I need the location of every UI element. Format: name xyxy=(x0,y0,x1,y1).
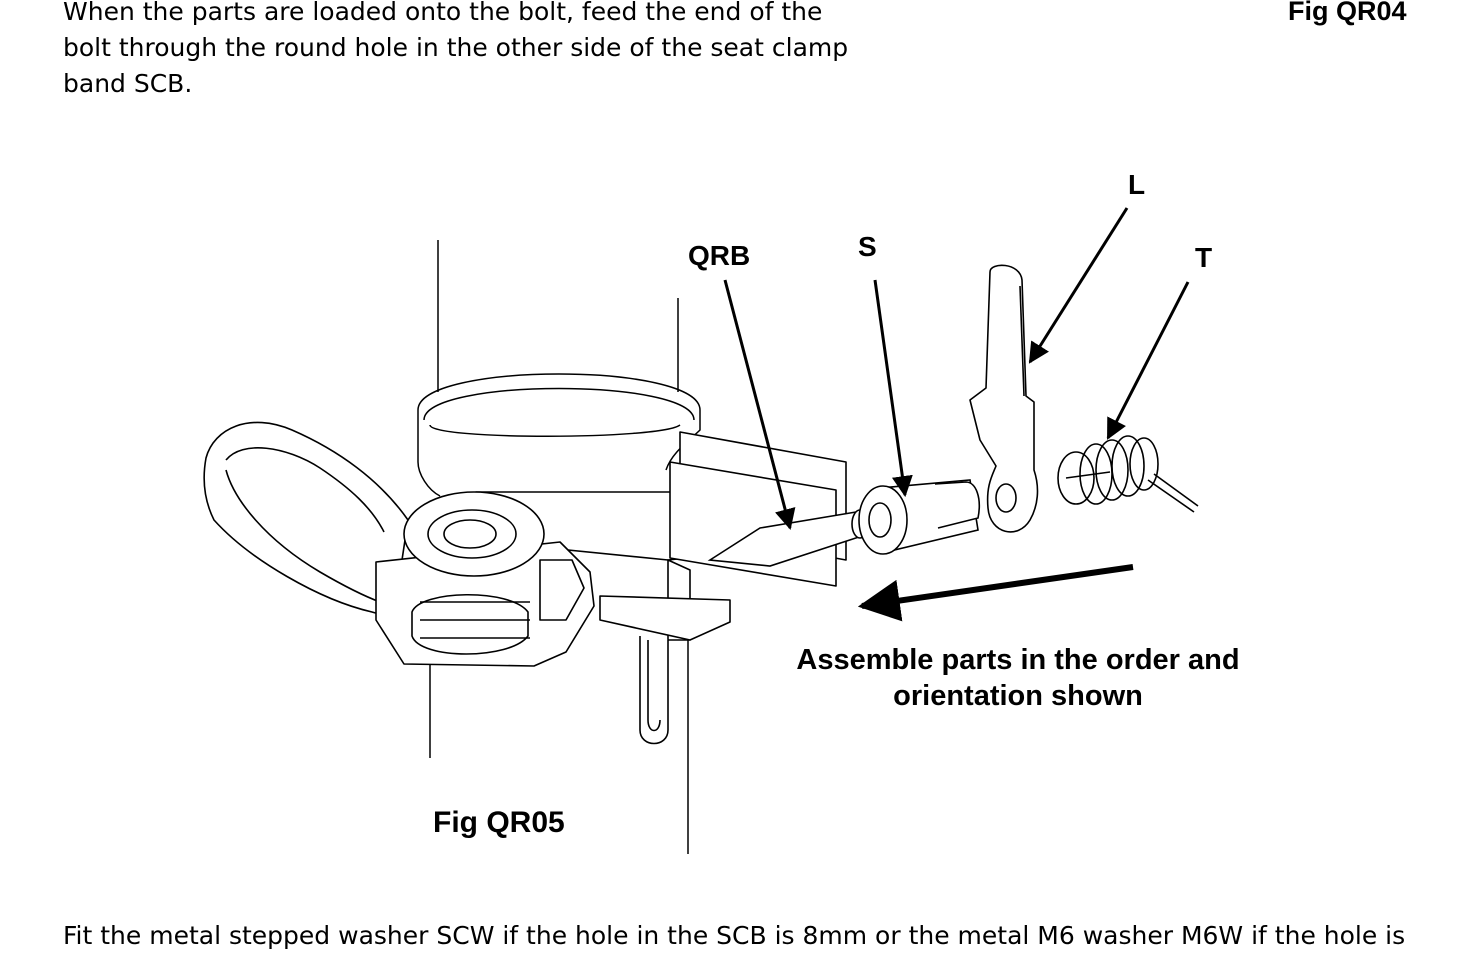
label-qrb: QRB xyxy=(688,240,750,271)
seat-post-drawing xyxy=(417,240,701,854)
washer-s-drawing xyxy=(858,479,981,555)
assembly-direction-arrow xyxy=(857,564,1134,622)
cam-lever-drawing xyxy=(203,421,595,667)
instruction-line-1: Assemble parts in the order and xyxy=(796,644,1239,676)
clamp-band-drawing xyxy=(467,431,847,745)
label-l: L xyxy=(1128,169,1145,200)
instruction-paragraph: When the parts are loaded onto the bolt,… xyxy=(63,0,849,98)
footer-paragraph: Fit the metal stepped washer SCW if the … xyxy=(63,921,1406,950)
instruction-line-2: orientation shown xyxy=(893,680,1143,712)
lever-l-drawing xyxy=(969,264,1039,533)
figure-caption: Fig QR05 xyxy=(433,806,565,839)
leader-lines xyxy=(723,207,1190,531)
spring-t-drawing xyxy=(1057,435,1199,513)
label-s: S xyxy=(858,231,877,262)
label-t: T xyxy=(1195,242,1212,273)
figure-reference-top: Fig QR04 xyxy=(1288,0,1407,26)
